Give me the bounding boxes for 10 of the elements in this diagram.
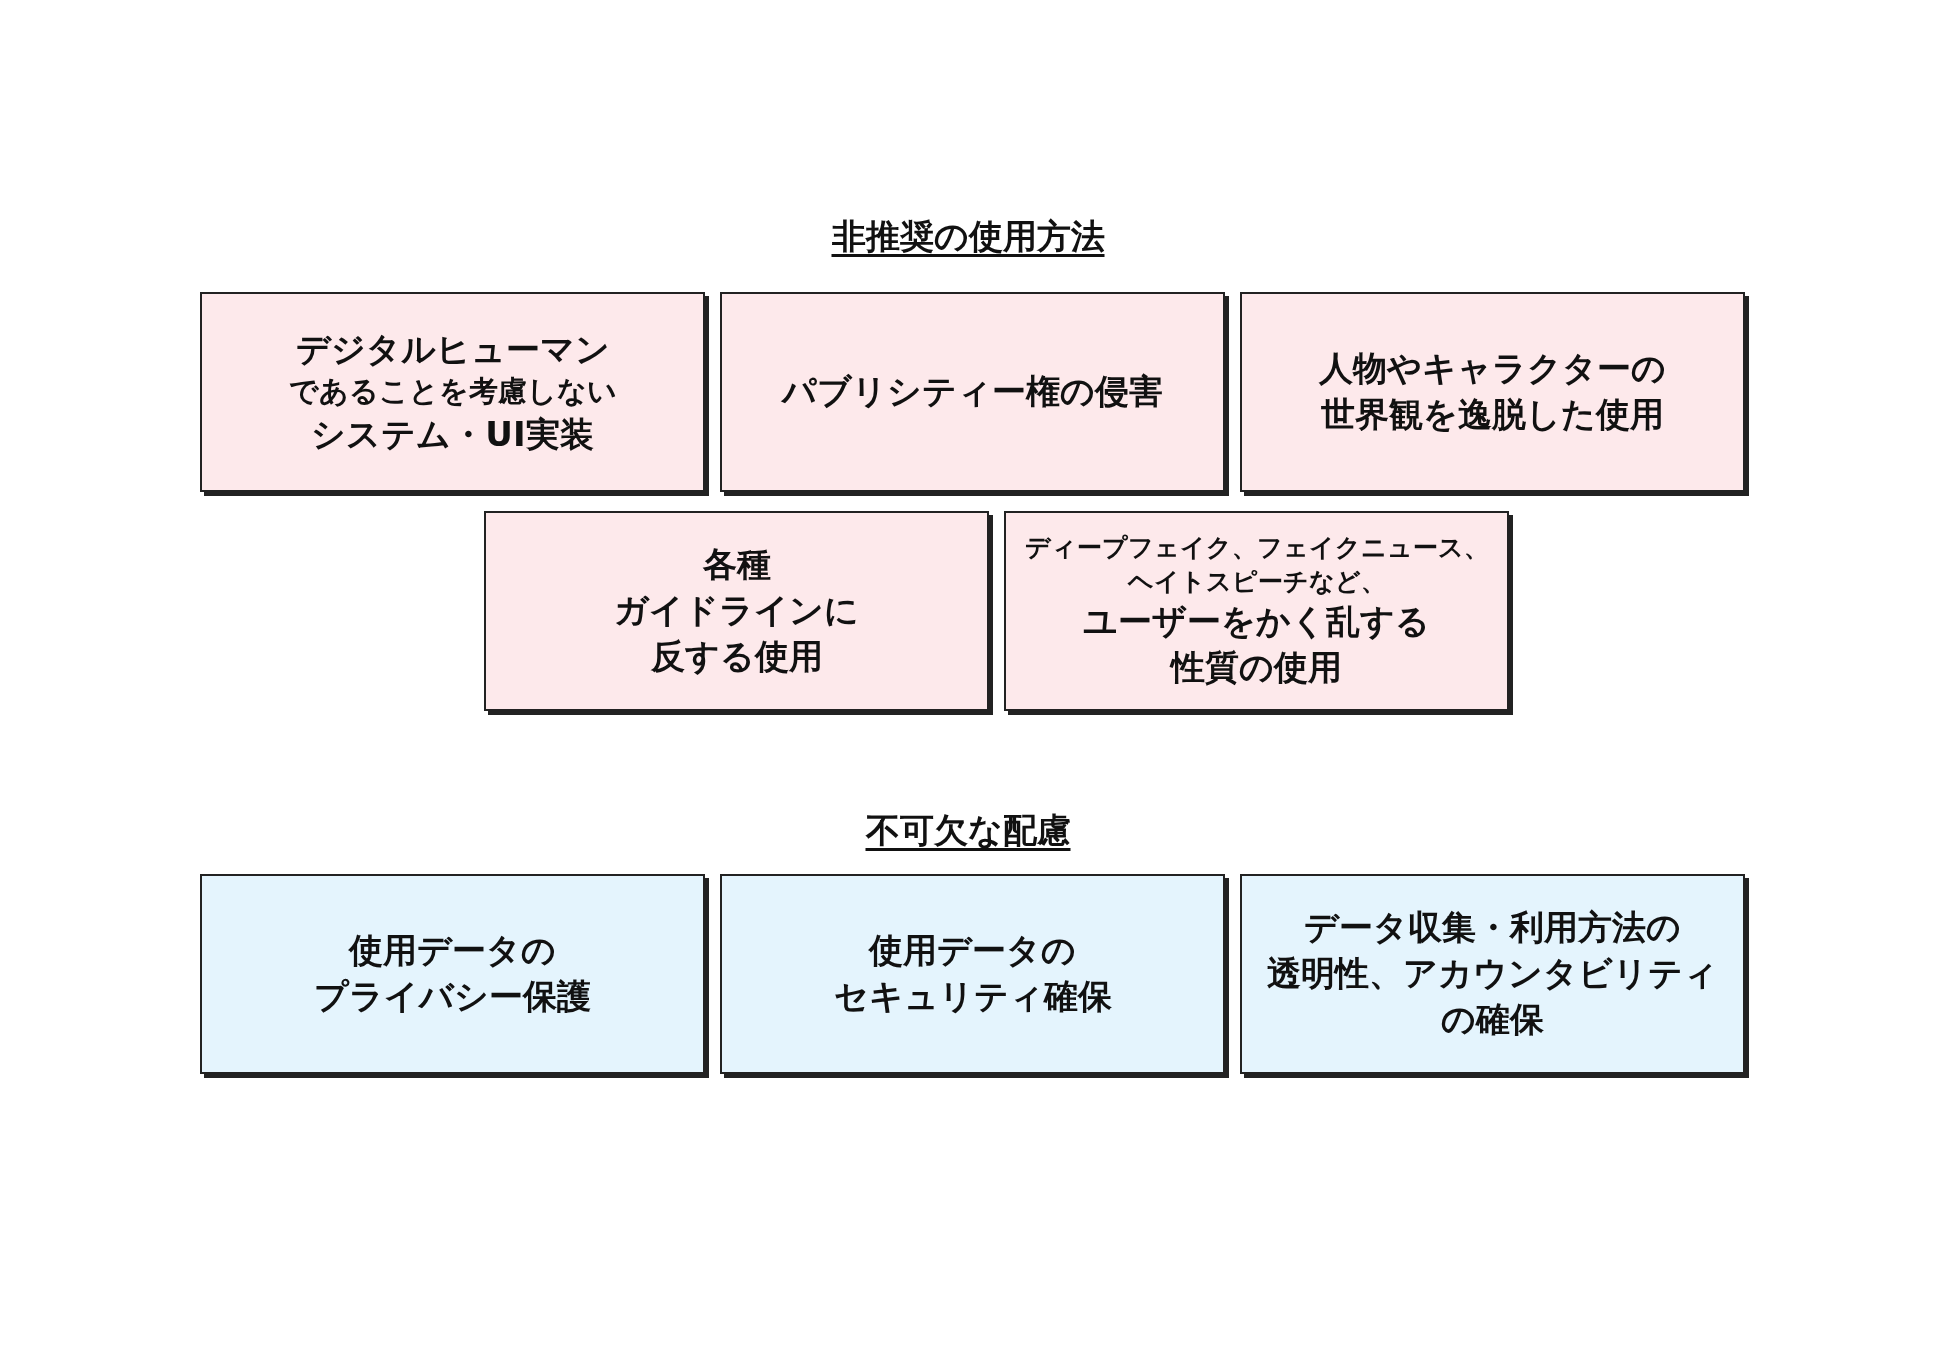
- section-heading: 非推奨の使用方法: [831, 215, 1105, 258]
- box-text: 使用データのセキュリティ確保: [833, 929, 1112, 1018]
- box-text: データ収集・利用方法の透明性、アカウンタビリティの確保: [1267, 906, 1718, 1041]
- box-text: デジタルヒューマンであることを考慮しないシステム・UI実装: [288, 327, 617, 456]
- section-heading: 不可欠な配慮: [865, 809, 1071, 852]
- box-text: ディープフェイク、フェイクニュース、ヘイトスピーチなど、ユーザーをかく乱する性質の使用: [1024, 532, 1489, 689]
- box-text: パブリシティー権の侵害: [782, 370, 1163, 414]
- box-text: 人物やキャラクターの世界観を逸脱した使用: [1319, 347, 1666, 436]
- box-text: 使用データのプライバシー保護: [314, 929, 591, 1018]
- box-text: 各種ガイドラインに反する使用: [614, 543, 859, 678]
